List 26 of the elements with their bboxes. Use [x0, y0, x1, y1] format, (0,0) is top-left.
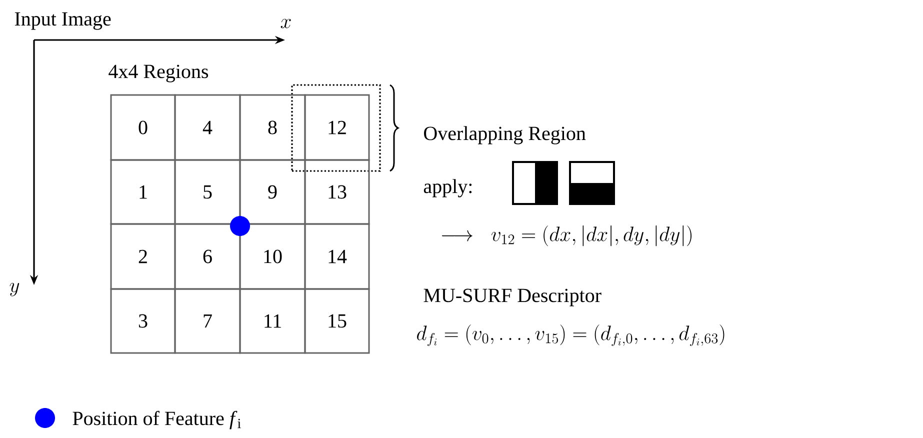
- region-cell: 4: [174, 94, 241, 161]
- legend-text: Position of Feature f$_{i}$: [72, 410, 241, 430]
- region-cell: 15: [304, 288, 370, 354]
- label-text: Overlapping Region: [424, 126, 586, 144]
- label-text: MU-SURF Descriptor: [424, 288, 602, 306]
- title-text: Input Image: [14, 12, 111, 30]
- formula: $\longrightarrow\;\; v_{12} = (dx, |dx|, dy, |dy|)$: [442, 225, 692, 246]
- region-cell: 0: [110, 94, 176, 161]
- overlap-box: [291, 84, 381, 172]
- region-cell: 2: [110, 223, 176, 290]
- region-cell: 13: [304, 159, 370, 225]
- region-cell: 5: [174, 159, 241, 225]
- axis-label: $y$: [10, 282, 20, 296]
- grid-heading: 4x4 Regions: [108, 64, 208, 82]
- region-cell: 9: [239, 159, 306, 225]
- region-cell: 1: [110, 159, 176, 225]
- region-cell: 11: [239, 288, 306, 354]
- label-text: apply:: [424, 179, 472, 198]
- formula: $d_{f_i} = (v_0, \ldots, v_{15}) = (d_{f_i,0}, \ldots, d_{f_i,63})$: [417, 324, 724, 346]
- region-cell: 7: [174, 288, 241, 354]
- region-cell: 3: [110, 288, 176, 354]
- axis-label: $x$: [280, 18, 291, 28]
- region-cell: 10: [239, 223, 306, 290]
- region-cell: 6: [174, 223, 241, 290]
- region-cell: 14: [304, 223, 370, 290]
- region-cell: 8: [239, 94, 306, 161]
